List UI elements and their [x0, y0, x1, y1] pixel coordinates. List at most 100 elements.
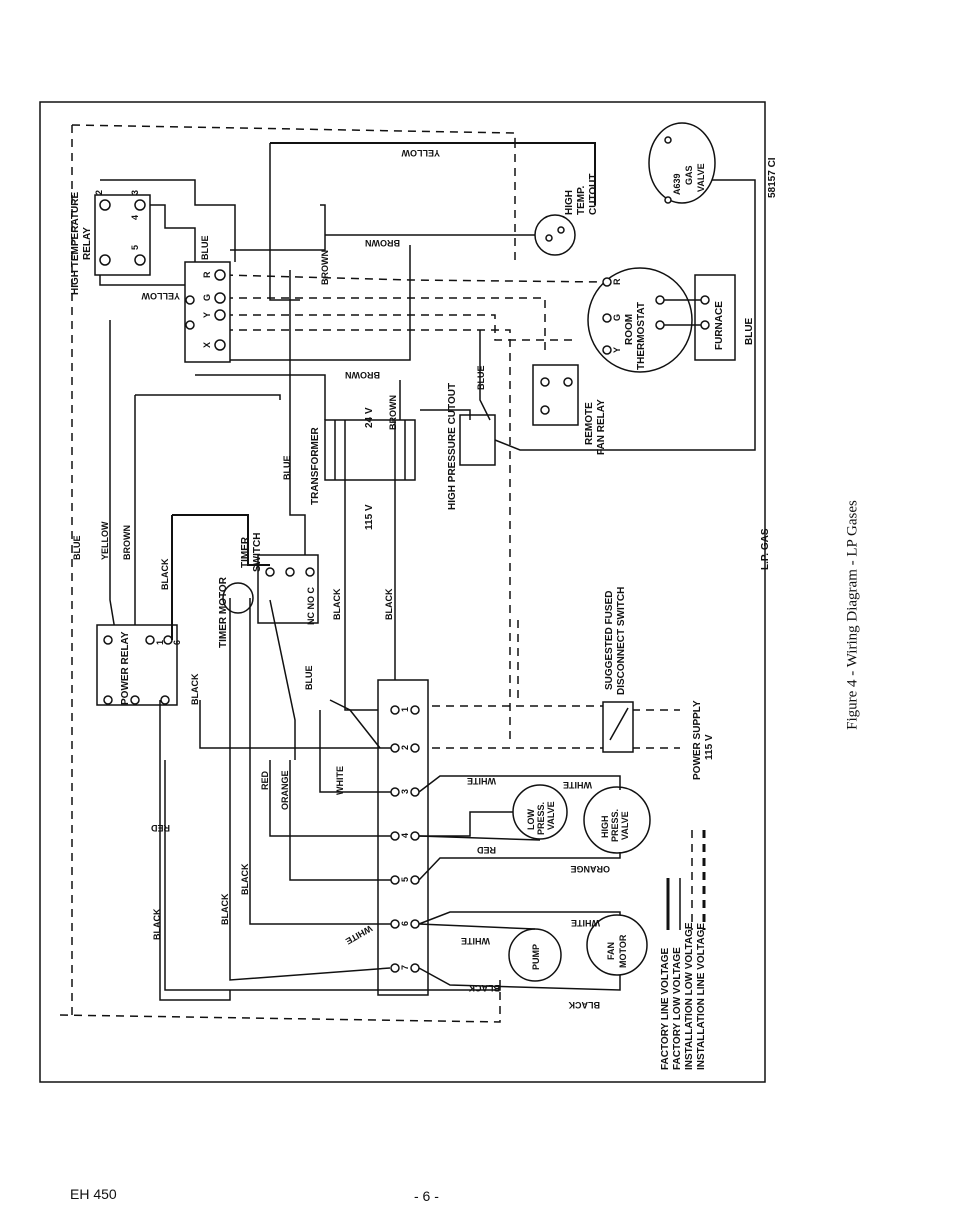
wire-hpc-2: [479, 330, 491, 421]
wire-blue-trans: [289, 270, 306, 555]
dashed-thermo-r: [224, 274, 606, 283]
room-thermostat: [587, 267, 693, 373]
gas-valve: [648, 122, 716, 204]
thermo-term-r: R: [612, 278, 622, 285]
label-nc-no-c: NC NO C: [306, 587, 316, 626]
strip-7: 7: [400, 965, 410, 970]
figure-caption-text: Figure 4 - Wiring Diagram - LP Gases: [844, 500, 861, 730]
label-blue-left: BLUE: [72, 536, 82, 561]
wire-thermo-trans: [195, 374, 326, 420]
label-transformer: TRANSFORMER: [310, 426, 321, 505]
label-brown-mid: BROWN: [345, 370, 380, 380]
wire-orange-5: [289, 760, 391, 881]
label-pump: PUMP: [531, 944, 541, 970]
label-yellow-top: YELLOW: [401, 148, 440, 158]
term-6: 6: [172, 640, 182, 645]
term-1: 1: [155, 640, 165, 645]
label-power-relay: POWER RELAY: [120, 631, 131, 705]
label-power-supply: POWER SUPPLY: [692, 700, 703, 780]
label-blue-right: BLUE: [744, 317, 755, 345]
label-high-temp-cutout-2: TEMP.: [576, 186, 587, 215]
wire-yellow-top: [270, 142, 596, 205]
page-number: - 6 -: [414, 1188, 439, 1204]
label-black-7: BLACK: [220, 893, 230, 925]
label-high-pressure-cutout: HIGH PRESSURE CUTOUT: [447, 383, 458, 510]
label-white-hpv-2: WHITE: [563, 780, 592, 790]
label-high-temp-cutout-1: HIGH: [564, 190, 575, 215]
wire-hpc-1: [420, 409, 471, 420]
legend-install-line: INSTALLATION LINE VOLTAGE: [696, 923, 707, 1070]
label-motor: MOTOR: [618, 934, 628, 968]
label-gas-valve-2: GAS: [684, 165, 694, 185]
strip-1: 1: [400, 707, 410, 712]
thermo-term-y: Y: [612, 347, 622, 353]
wire-htr-2: [150, 204, 196, 262]
wire-white-hpv: [418, 775, 621, 793]
label-fan: FAN: [606, 942, 616, 960]
wire-relay-2: [199, 700, 391, 749]
strip-3: 3: [400, 789, 410, 794]
label-orange: ORANGE: [280, 770, 290, 810]
wire-red-4: [269, 760, 391, 837]
wire-white-lpv: [419, 811, 513, 837]
label-room: ROOM: [624, 314, 635, 345]
wire-black-fan: [418, 967, 621, 991]
dashed-top-wire: [71, 124, 516, 140]
label-white: WHITE: [335, 766, 345, 795]
wire-black-timer: [172, 514, 270, 566]
strip-6: 6: [400, 921, 410, 926]
label-red: RED: [260, 770, 270, 790]
wire-white-pump: [418, 923, 536, 930]
label-white-diag: WHITE: [344, 923, 374, 946]
high-pressure-cutout-box: [459, 414, 496, 466]
wire-black-7: [229, 760, 391, 981]
high-temp-cutout: [534, 214, 576, 256]
label-black-pump: BLACK: [468, 983, 500, 993]
label-blue-trans: BLUE: [282, 456, 292, 481]
wire-timer-switch: [269, 599, 296, 760]
dashed-thermo-g: [225, 297, 546, 350]
label-low-1: LOW: [526, 809, 536, 830]
term-g: G: [202, 294, 212, 301]
thermo-term-g: G: [612, 314, 622, 321]
dashed-bottom-wire: [59, 990, 501, 1023]
timer-switch: [257, 554, 319, 624]
label-brown-vert: BROWN: [320, 250, 330, 285]
label-red-left: RED: [150, 823, 170, 833]
label-black-relay: BLACK: [160, 558, 170, 590]
label-blue-hpc: BLUE: [476, 366, 486, 391]
term-2: 2: [94, 190, 104, 195]
wire-htr-1: [100, 179, 236, 262]
legend-factory-line: FACTORY LINE VOLTAGE: [660, 947, 671, 1070]
label-brown-left: BROWN: [122, 525, 132, 560]
wire-white-3: [319, 710, 391, 793]
label-black-outer: BLACK: [152, 908, 162, 940]
furnace: [694, 274, 736, 361]
wire-white-fan: [418, 911, 621, 925]
label-disconnect-switch: DISCONNECT SWITCH: [616, 587, 627, 695]
label-gas-valve-3: VALVE: [696, 163, 706, 192]
label-black-trans: BLACK: [332, 588, 342, 620]
strip-4: 4: [400, 833, 410, 838]
wire-red-lpv: [418, 835, 541, 841]
label-blue-timer: BLUE: [304, 666, 314, 691]
label-high-2: PRESS.: [610, 809, 620, 842]
label-black-relay-2: BLACK: [190, 673, 200, 705]
label-timer-motor: TIMER MOTOR: [218, 576, 229, 648]
label-orange-hpv: ORANGE: [570, 864, 610, 874]
wire-yellow-left: [109, 320, 116, 631]
legend-factory-low: FACTORY LOW VOLTAGE: [672, 947, 683, 1070]
wire-black-outer: [159, 700, 231, 1001]
term-3: 3: [130, 190, 140, 195]
wire-trans-black-1: [344, 480, 380, 711]
wire-black-6: [249, 760, 391, 925]
label-fan-relay: FAN RELAY: [596, 399, 607, 455]
label-suggested-fused: SUGGESTED FUSED: [604, 591, 615, 690]
label-black-6: BLACK: [240, 863, 250, 895]
label-black-fan: BLACK: [568, 1000, 600, 1010]
label-high-temp-relay: HIGH TEMPERATURE: [70, 192, 81, 295]
label-remote: REMOTE: [584, 402, 595, 445]
label-yellow-mid: YELLOW: [141, 291, 180, 301]
